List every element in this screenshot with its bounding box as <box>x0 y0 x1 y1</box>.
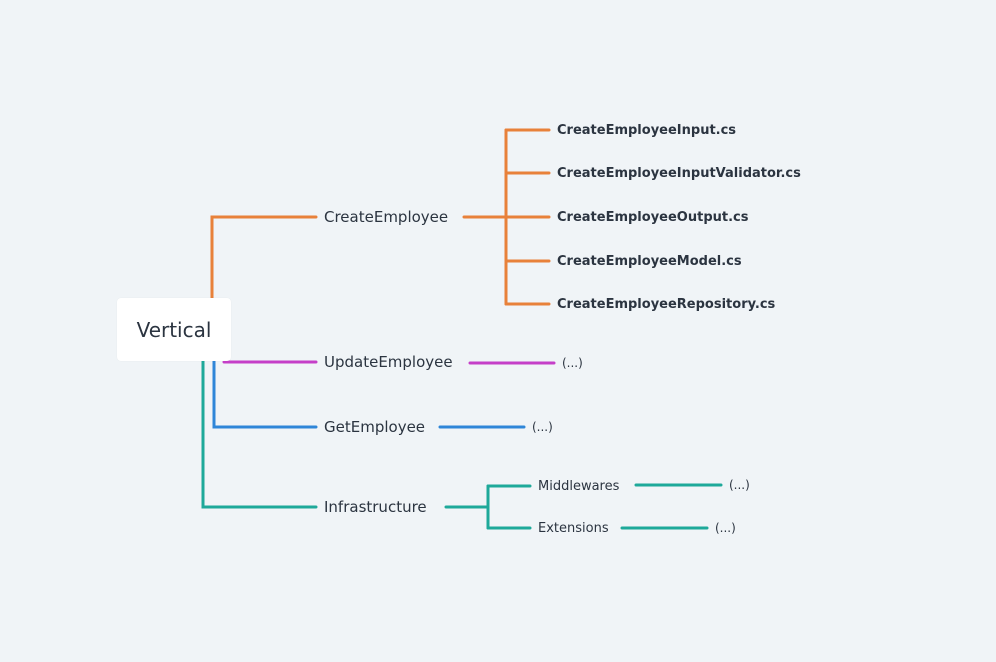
root-label: Vertical <box>136 317 212 342</box>
node-createemployee[interactable]: CreateEmployee <box>324 208 449 226</box>
connector-createemployee <box>210 128 551 306</box>
node-getemployee[interactable]: GetEmployee <box>324 418 426 436</box>
node-updateemployee[interactable]: UpdateEmployee <box>324 353 453 371</box>
node-createemployeeinputvalidator[interactable]: CreateEmployeeInputValidator.cs <box>557 166 801 181</box>
connector-getemployee <box>212 359 526 429</box>
node-extensions[interactable]: Extensions <box>538 521 609 536</box>
connector-updateemployee <box>222 360 556 365</box>
node-getemployee-more[interactable]: (...) <box>532 420 553 434</box>
root-node[interactable]: Vertical <box>117 298 231 361</box>
connector-infrastructure <box>201 359 723 530</box>
node-createemployeerepository[interactable]: CreateEmployeeRepository.cs <box>557 297 776 312</box>
node-updateemployee-more[interactable]: (...) <box>562 356 583 370</box>
node-middlewares[interactable]: Middlewares <box>538 479 620 494</box>
node-createemployeeoutput[interactable]: CreateEmployeeOutput.cs <box>557 210 749 225</box>
node-createemployeeinput[interactable]: CreateEmployeeInput.cs <box>557 123 737 138</box>
node-createemployeemodel[interactable]: CreateEmployeeModel.cs <box>557 254 742 269</box>
node-infrastructure[interactable]: Infrastructure <box>324 498 427 516</box>
node-middlewares-more[interactable]: (...) <box>729 478 750 492</box>
node-extensions-more[interactable]: (...) <box>715 521 736 535</box>
